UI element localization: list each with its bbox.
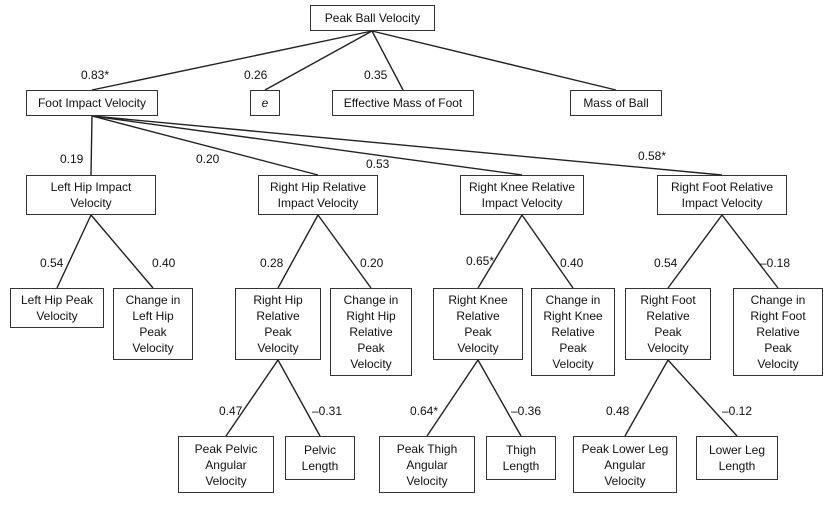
edge-fiv-rkriv xyxy=(91,115,523,176)
node-effective-mass-of-foot: Effective Mass of Foot xyxy=(332,90,474,116)
edge-fiv-lhiv xyxy=(90,115,93,176)
node-peak-thigh-angular-velocity: Peak Thigh Angular Velocity xyxy=(379,436,475,493)
edge-lhiv-clhpv xyxy=(90,214,154,289)
coef-right-hip-relative-impact-velocity: 0.20 xyxy=(196,152,220,166)
edge-rhriv-rhrpv xyxy=(277,214,319,289)
coef-pelvic-length: –0.31 xyxy=(312,404,343,418)
node-mass-of-ball: Mass of Ball xyxy=(570,90,662,116)
coef-foot-impact-velocity: 0.83* xyxy=(81,68,110,82)
edge-pbv-emf xyxy=(371,30,404,91)
node-e: e xyxy=(250,90,280,116)
coef-left-hip-peak-velocity: 0.54 xyxy=(40,256,64,270)
edge-pbv-mob xyxy=(371,30,617,91)
coef-right-hip-relative-peak-velocity: 0.28 xyxy=(260,256,284,270)
coef-change-in-left-hip-peak-velocity: 0.40 xyxy=(152,256,176,270)
coef-peak-lower-leg-angular-velocity: 0.48 xyxy=(606,404,630,418)
node-right-foot-relative-impact-velocity: Right Foot Relative Impact Velocity xyxy=(657,175,787,215)
node-right-hip-relative-peak-velocity: Right Hip Relative Peak Velocity xyxy=(235,288,321,360)
node-right-hip-relative-impact-velocity: Right Hip Relative Impact Velocity xyxy=(258,175,378,215)
edge-rfriv-crfrpv xyxy=(721,214,779,289)
node-peak-lower-leg-angular-velocity: Peak Lower Leg Angular Velocity xyxy=(573,436,677,493)
node-foot-impact-velocity: Foot Impact Velocity xyxy=(26,90,158,116)
node-left-hip-impact-velocity: Left Hip Impact Velocity xyxy=(26,175,156,215)
coef-effective-mass-of-foot: 0.35 xyxy=(364,68,388,82)
edge-rfrpv-lll xyxy=(667,359,738,437)
coef-peak-pelvic-angular-velocity: 0.47 xyxy=(219,404,243,418)
coef-change-in-right-foot-relative-peak-velocity: –0.18 xyxy=(760,256,791,270)
coef-e: 0.26 xyxy=(244,68,268,82)
node-thigh-length: Thigh Length xyxy=(486,436,556,480)
coef-right-foot-relative-peak-velocity: 0.54 xyxy=(654,256,678,270)
edge-rhriv-crhrpv xyxy=(317,214,372,289)
coef-left-hip-impact-velocity: 0.19 xyxy=(60,152,84,166)
node-change-in-right-hip-relative-peak-velocity: Change in Right Hip Relative Peak Veloci… xyxy=(330,288,412,376)
node-lower-leg-length: Lower Leg Length xyxy=(696,436,778,480)
node-change-in-left-hip-peak-velocity: Change in Left Hip Peak Velocity xyxy=(113,288,193,360)
edge-rkrpv-tl xyxy=(477,359,522,437)
coef-change-in-right-knee-relative-peak-velocity: 0.40 xyxy=(560,256,584,270)
node-right-knee-relative-peak-velocity: Right Knee Relative Peak Velocity xyxy=(433,288,523,360)
coef-thigh-length: –0.36 xyxy=(511,404,542,418)
coef-right-knee-relative-peak-velocity: 0.65* xyxy=(466,254,495,268)
edge-lhiv-lhpv xyxy=(56,214,92,289)
coef-right-foot-relative-impact-velocity: 0.58* xyxy=(638,149,667,163)
node-pelvic-length: Pelvic Length xyxy=(285,436,355,480)
node-right-foot-relative-peak-velocity: Right Foot Relative Peak Velocity xyxy=(625,288,711,360)
node-change-in-right-foot-relative-peak-velocity: Change in Right Foot Relative Peak Veloc… xyxy=(733,288,823,376)
node-left-hip-peak-velocity: Left Hip Peak Velocity xyxy=(10,288,104,328)
node-change-in-right-knee-relative-peak-velocity: Change in Right Knee Relative Peak Veloc… xyxy=(531,288,615,376)
edge-pbv-e xyxy=(264,30,373,91)
edge-rkriv-crkrpv xyxy=(521,214,574,289)
node-right-knee-relative-impact-velocity: Right Knee Relative Impact Velocity xyxy=(460,175,584,215)
coef-change-in-right-hip-relative-peak-velocity: 0.20 xyxy=(360,256,384,270)
node-peak-pelvic-angular-velocity: Peak Pelvic Angular Velocity xyxy=(178,436,274,493)
edge-fiv-rfriv xyxy=(91,115,723,176)
edge-pbv-fiv xyxy=(91,30,373,91)
edge-rhrpv-ppav xyxy=(225,359,279,437)
edge-rkriv-rkrpv xyxy=(477,214,523,289)
edge-rkrpv-ptav xyxy=(426,359,479,437)
edge-rhrpv-pl xyxy=(277,359,321,437)
coef-lower-leg-length: –0.12 xyxy=(722,404,753,418)
edge-rfrpv-pllav xyxy=(624,359,669,437)
edge-fiv-rhriv xyxy=(91,115,319,176)
node-peak-ball-velocity: Peak Ball Velocity xyxy=(310,5,435,31)
coef-right-knee-relative-impact-velocity: 0.53 xyxy=(366,157,390,171)
edge-rfriv-rfrpv xyxy=(667,214,723,289)
coef-peak-thigh-angular-velocity: 0.64* xyxy=(410,404,439,418)
